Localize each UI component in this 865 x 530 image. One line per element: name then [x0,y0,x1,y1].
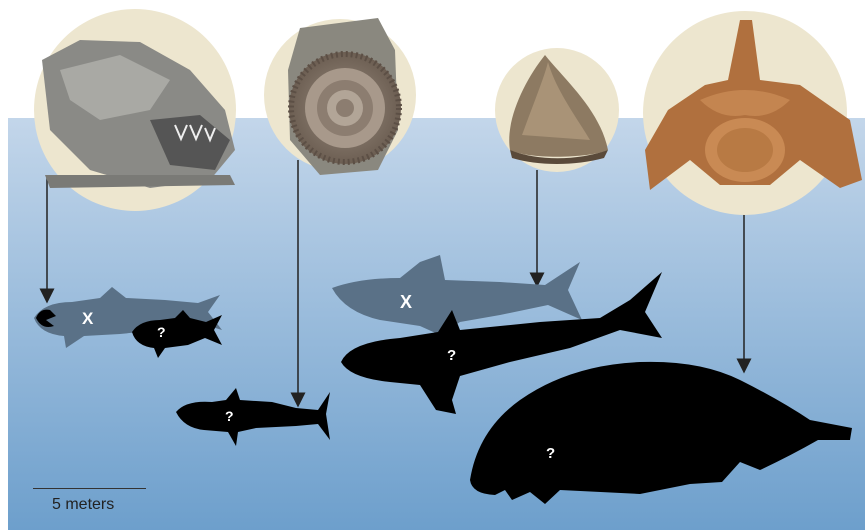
label-megalodon-unknown: ? [447,347,456,364]
fossil-dunkleosteus-skull [34,9,236,211]
label-megalodon-known: X [400,292,412,312]
label-dunkleosteus-known: X [82,309,94,328]
label-vertebra-unknown: ? [546,445,555,462]
fossil-shark-tooth [495,48,619,172]
scale-bar [33,488,146,489]
label-dunkleosteus-unknown: ? [157,324,166,340]
label-ammonite-unknown: ? [225,408,234,424]
scale-label: 5 meters [52,496,114,514]
